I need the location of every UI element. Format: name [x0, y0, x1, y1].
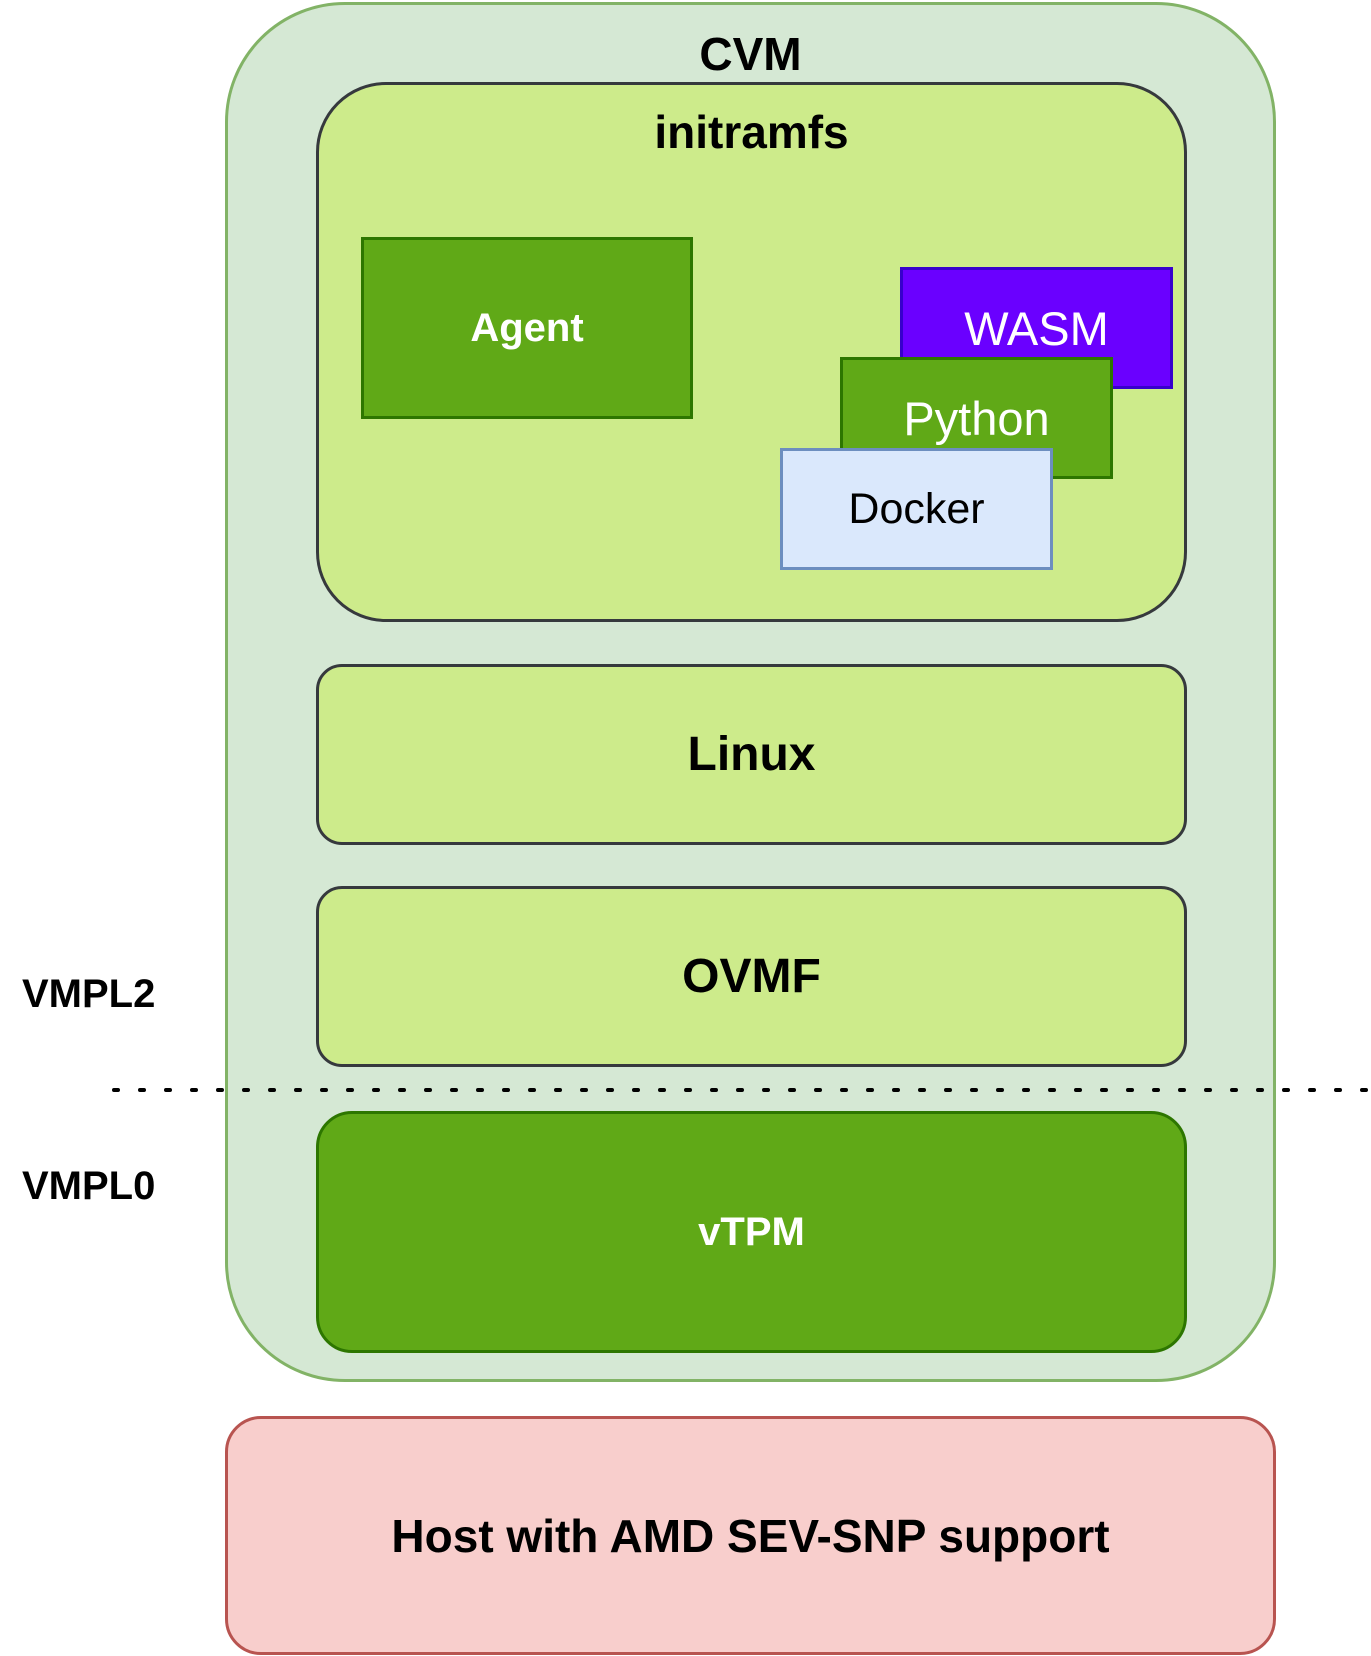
vmpl-divider: [112, 1088, 1371, 1092]
wasm-label: WASM: [964, 301, 1109, 355]
vtpm-layer: vTPM: [316, 1111, 1187, 1353]
agent-label: Agent: [470, 305, 584, 350]
agent-box: Agent: [361, 237, 693, 419]
linux-label: Linux: [687, 728, 816, 781]
host-label: Host with AMD SEV-SNP support: [391, 1509, 1110, 1562]
ovmf-label: OVMF: [682, 950, 821, 1003]
python-label: Python: [903, 391, 1050, 445]
initramfs-title: initramfs: [654, 106, 849, 158]
docker-label: Docker: [848, 484, 985, 533]
vmpl2-label: VMPL2: [22, 972, 156, 1016]
ovmf-layer: OVMF: [316, 886, 1187, 1067]
host-box: Host with AMD SEV-SNP support: [225, 1416, 1276, 1655]
vmpl0-label: VMPL0: [22, 1164, 156, 1208]
vtpm-label: vTPM: [698, 1209, 805, 1254]
cvm-title: CVM: [699, 28, 802, 80]
docker-runtime-box: Docker: [780, 448, 1053, 570]
linux-layer: Linux: [316, 664, 1187, 845]
